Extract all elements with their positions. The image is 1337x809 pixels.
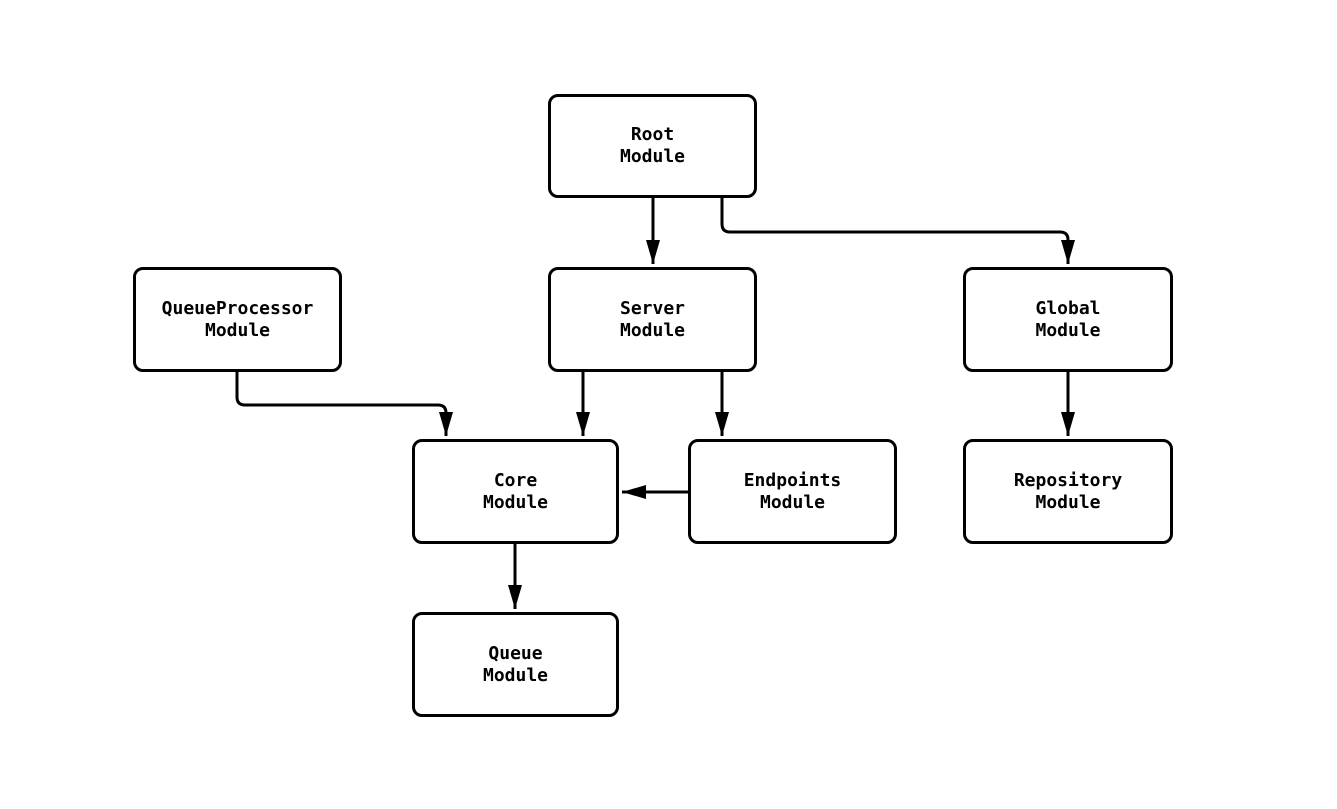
node-core-module: Core Module [412,439,619,544]
node-core-label-line1: Core [493,469,538,491]
node-endpoints-label-line1: Endpoints [743,469,842,491]
node-queue-label-line1: Queue [488,642,543,664]
node-server-label-line1: Server [619,297,686,319]
node-root-label-line2: Module [619,146,686,167]
node-global-label-line1: Global [1035,297,1101,319]
node-queue-module: Queue Module [412,612,619,717]
node-server-label-line2: Module [619,319,686,341]
node-global-label-line2: Module [1035,319,1101,341]
node-queue-label-line2: Module [482,664,549,686]
node-queueprocessor-label-line1: QueueProcessor [161,297,314,319]
node-queueprocessor-label-line2: Module [204,319,271,341]
node-queueprocessor-module: QueueProcessor Module [133,267,342,372]
edge-root-to-global [720,198,1075,264]
node-repository-label-line1: Repository [1013,469,1123,491]
node-global-module: Global Module [963,267,1173,372]
node-endpoints-module: Endpoints Module [688,439,897,544]
node-root-module: Root Module [548,94,757,198]
node-endpoints-label-line2: Module [759,491,826,513]
node-root-label-line1: Root [630,124,675,145]
node-core-label-line2: Module [482,491,549,513]
node-server-module: Server Module [548,267,757,372]
edge-queueprocessor-to-core [235,372,453,436]
node-repository-module: Repository Module [963,439,1173,544]
node-repository-label-line2: Module [1035,491,1101,513]
